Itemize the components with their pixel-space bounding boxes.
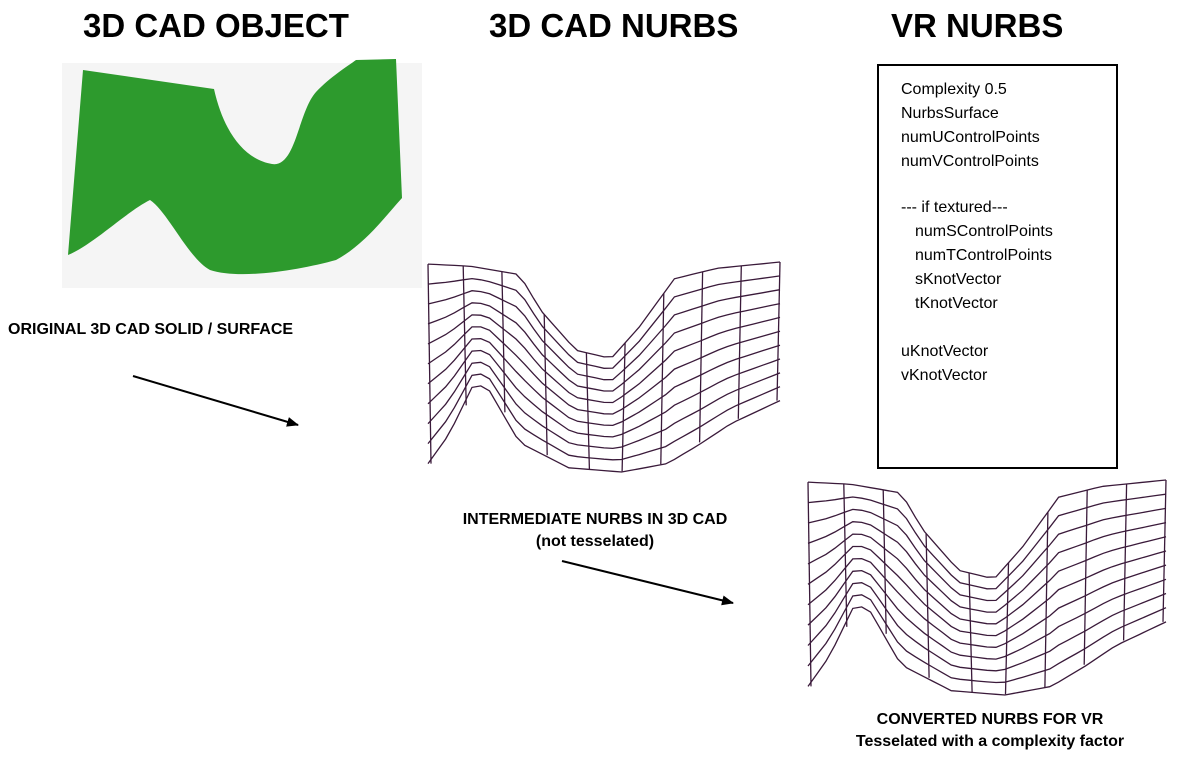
- mesh-row-curve: [427, 338, 781, 427]
- mesh-row-curve: [807, 521, 1167, 613]
- vr-node-line: numVControlPoints: [901, 153, 1039, 170]
- original-solid-surface: [62, 59, 422, 288]
- mesh-row-curve: [807, 545, 1167, 637]
- arrow-original-to-intermediate: [132, 375, 299, 427]
- vr-node-line: NurbsSurface: [901, 105, 999, 122]
- mesh-row-curve: [427, 361, 781, 450]
- mesh-row-curve: [427, 275, 781, 369]
- heading-3d-cad-object: 3D CAD OBJECT: [83, 7, 349, 44]
- mesh-column-curve: [1083, 489, 1088, 665]
- mesh-row-curve: [427, 289, 781, 381]
- mesh-row-curve: [807, 582, 1167, 672]
- mesh-column-curve: [543, 314, 548, 456]
- mesh-column-curve: [882, 489, 887, 634]
- caption-intermediate: INTERMEDIATE NURBS IN 3D CAD (not tessel…: [400, 509, 790, 553]
- vr-node-line: numSControlPoints: [915, 223, 1053, 240]
- mesh-column-curve: [462, 265, 467, 406]
- mesh-row-curve: [807, 594, 1167, 684]
- mesh-column-curve: [1122, 483, 1128, 641]
- mesh-row-curve: [427, 373, 781, 461]
- mesh-column-curve: [427, 264, 432, 464]
- mesh-column-curve: [843, 483, 848, 627]
- caption-intermediate-line2: (not tesselated): [535, 533, 655, 550]
- green-solid-shape: [68, 59, 402, 275]
- mesh-row-curve: [807, 493, 1167, 590]
- mesh-column-curve: [501, 271, 506, 413]
- mesh-column-curve: [1162, 479, 1167, 622]
- mesh-column-curve: [1004, 562, 1010, 695]
- arrow-intermediate-to-converted: [561, 560, 734, 606]
- mesh-row-curve: [427, 314, 781, 404]
- mesh-row-curve: [807, 533, 1167, 625]
- heading-3d-cad-nurbs: 3D CAD NURBS: [489, 7, 739, 44]
- mesh-row-curve: [427, 261, 781, 358]
- mesh-row-curve: [807, 557, 1167, 648]
- mesh-column-curve: [807, 482, 812, 687]
- vr-node-line: numUControlPoints: [901, 129, 1040, 146]
- mesh-row-curve: [807, 479, 1167, 578]
- mesh-column-curve: [698, 271, 704, 443]
- vr-node-box: Complexity 0.5 NurbsSurface numUControlP…: [877, 64, 1118, 469]
- caption-converted-line2: Tesselated with a complexity factor: [855, 733, 1125, 750]
- converted-vr-nurbs-mesh: [807, 479, 1167, 696]
- mesh-row-curve: [427, 302, 781, 392]
- mesh-column-curve: [1044, 511, 1049, 688]
- mesh-row-curve: [807, 606, 1167, 696]
- mesh-row-curve: [427, 326, 781, 415]
- intermediate-nurbs-mesh: [427, 261, 781, 473]
- caption-converted: CONVERTED NURBS FOR VR Tesselated with a…: [790, 709, 1190, 753]
- vr-node-line: --- if textured---: [901, 199, 1008, 216]
- mesh-row-curve: [807, 507, 1167, 602]
- vr-node-line: sKnotVector: [915, 271, 1002, 288]
- mesh-column-curve: [660, 293, 665, 465]
- mesh-column-curve: [621, 342, 626, 472]
- mesh-column-curve: [585, 352, 591, 470]
- mesh-column-curve: [925, 533, 930, 678]
- caption-converted-line1: CONVERTED NURBS FOR VR: [876, 711, 1104, 728]
- caption-original: ORIGINAL 3D CAD SOLID / SURFACE: [8, 321, 294, 338]
- mesh-row-curve: [427, 349, 781, 438]
- vr-node-line: numTControlPoints: [915, 247, 1052, 264]
- vr-node-line: tKnotVector: [915, 295, 998, 312]
- mesh-row-curve: [427, 385, 781, 473]
- vr-node-line: vKnotVector: [901, 367, 988, 384]
- caption-intermediate-line1: INTERMEDIATE NURBS IN 3D CAD: [462, 511, 728, 528]
- vr-node-line: Complexity 0.5: [901, 81, 1007, 98]
- mesh-row-curve: [807, 569, 1167, 660]
- mesh-column-curve: [968, 572, 973, 693]
- mesh-column-curve: [737, 265, 742, 419]
- mesh-column-curve: [776, 261, 781, 401]
- heading-vr-nurbs: VR NURBS: [891, 7, 1064, 44]
- vr-node-line: uKnotVector: [901, 343, 989, 360]
